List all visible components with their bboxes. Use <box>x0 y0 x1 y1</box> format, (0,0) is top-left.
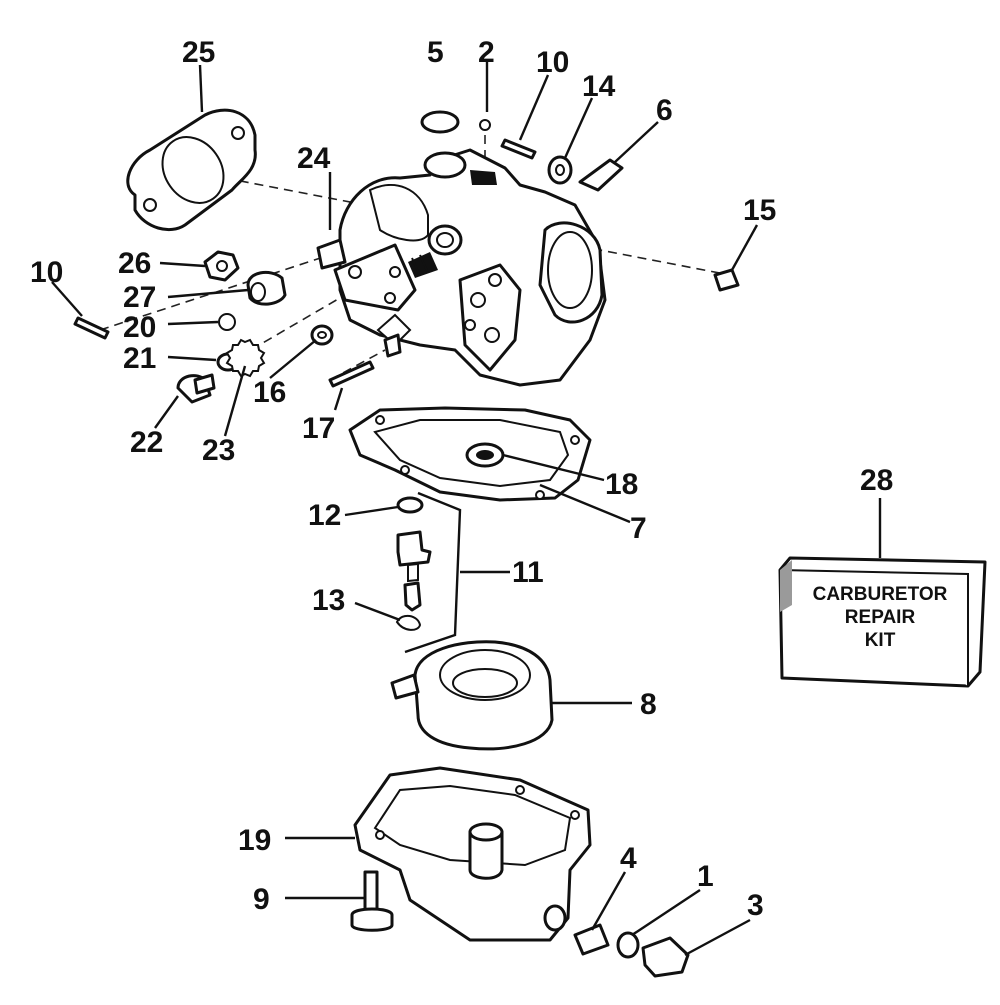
callout-24: 24 <box>297 142 331 175</box>
leader-lines <box>51 62 882 957</box>
part-23-lockwasher <box>225 338 266 378</box>
part-28-repair-kit-box: CARBURETOR REPAIR KIT <box>778 556 987 688</box>
callout-2: 2 <box>478 36 495 69</box>
float-parts <box>390 491 554 751</box>
callout-3: 3 <box>747 889 764 922</box>
needle-seat <box>396 530 432 567</box>
part-10-pin-left <box>73 316 110 340</box>
callout-9: 9 <box>253 883 270 916</box>
callout-12: 12 <box>308 499 341 532</box>
float-bowl <box>350 766 690 978</box>
part-15-screw <box>713 268 740 292</box>
callout-21: 21 <box>123 342 156 375</box>
callout-11: 11 <box>512 556 544 589</box>
part-3-plug <box>641 936 690 978</box>
part-2-ball <box>479 119 491 131</box>
callout-14: 14 <box>582 70 616 103</box>
part-7-bowl-gasket <box>348 406 592 502</box>
callout-23: 23 <box>202 434 235 467</box>
part-25-flange-gasket <box>126 108 257 232</box>
top-small-parts <box>420 110 740 292</box>
callout-20: 20 <box>123 311 156 344</box>
callout-7: 7 <box>630 512 647 545</box>
callout-17: 17 <box>302 412 335 445</box>
carburetor-body <box>316 148 607 387</box>
callout-16: 16 <box>253 376 286 409</box>
callout-numbers: 25 5 2 10 14 6 24 15 26 10 27 20 21 16 1… <box>30 36 893 922</box>
part-10-pin-top <box>500 138 537 160</box>
part-20-ball <box>218 313 236 331</box>
part-6-needle <box>578 158 624 192</box>
part-1-gasket <box>616 931 640 959</box>
callout-1: 1 <box>697 860 714 893</box>
repair-kit-line1: CARBURETOR <box>813 584 948 605</box>
callout-13: 13 <box>312 584 345 617</box>
callout-5: 5 <box>427 36 444 69</box>
callout-15: 15 <box>743 194 776 227</box>
part-17-screw <box>328 360 375 388</box>
callout-6: 6 <box>656 94 673 127</box>
callout-8: 8 <box>640 688 657 721</box>
part-13-needle <box>403 581 422 612</box>
callout-18: 18 <box>605 468 638 501</box>
callout-10-left: 10 <box>30 256 63 289</box>
part-12-gasket <box>396 496 424 514</box>
callout-27: 27 <box>123 281 156 314</box>
callout-19: 19 <box>238 824 271 857</box>
callout-28: 28 <box>860 464 893 497</box>
part-5-plug <box>420 110 460 134</box>
callout-22: 22 <box>130 426 163 459</box>
callout-26: 26 <box>118 247 151 280</box>
callout-4: 4 <box>620 842 637 875</box>
callout-10-top: 10 <box>536 46 569 79</box>
repair-kit-line3: KIT <box>865 630 896 651</box>
left-small-parts <box>73 250 375 404</box>
repair-kit-line2: REPAIR <box>845 607 916 628</box>
callout-25: 25 <box>182 36 215 69</box>
